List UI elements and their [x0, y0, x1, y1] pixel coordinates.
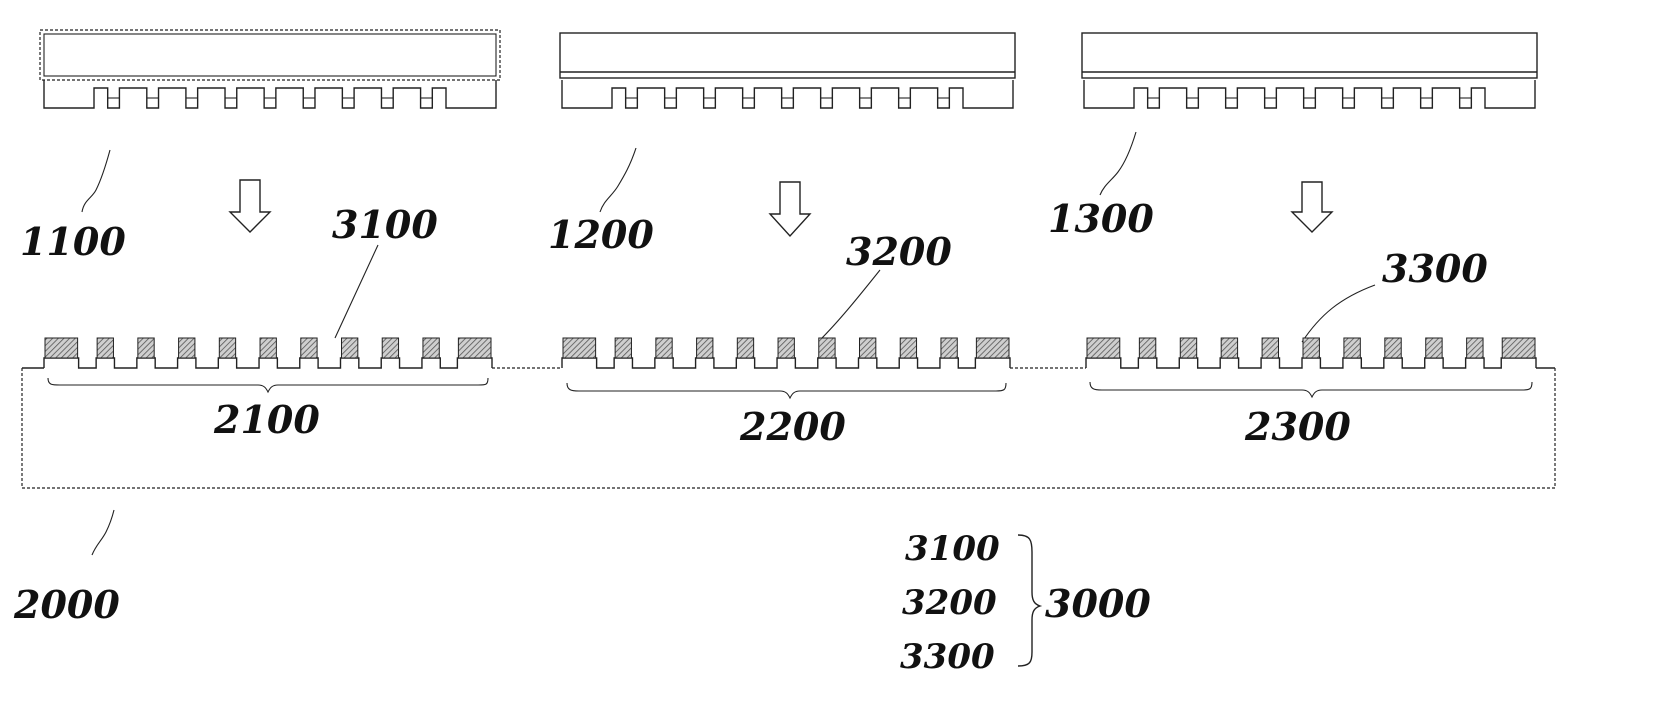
substrate-surface — [44, 358, 492, 368]
label-pattern-3300: 3300 — [1382, 246, 1488, 291]
hatched-pattern-block — [563, 338, 596, 358]
hatched-pattern-block — [941, 338, 957, 358]
hatched-pattern-block — [382, 338, 398, 358]
brace-2200 — [567, 383, 1006, 398]
hatched-pattern-block — [301, 338, 317, 358]
stamp-teeth — [1084, 80, 1535, 108]
hollow-down-arrow-icon — [230, 180, 270, 232]
label-region-2200: 2200 — [739, 404, 846, 449]
legend-group-3000: 3000 — [1045, 581, 1151, 626]
hatched-pattern-block — [1502, 338, 1535, 358]
label-substrate-2000: 2000 — [13, 582, 120, 627]
hatched-pattern-block — [900, 338, 916, 358]
stamp-1100 — [40, 30, 500, 108]
hatched-pattern-block — [1087, 338, 1120, 358]
hatched-pattern-block — [778, 338, 794, 358]
stamp-1300 — [1082, 33, 1537, 108]
label-stamp-1200: 1200 — [548, 212, 654, 257]
legend-item-3300: 3300 — [900, 637, 995, 677]
hatched-pattern-block — [859, 338, 875, 358]
hatched-pattern-block — [656, 338, 672, 358]
hatched-pattern-block — [976, 338, 1009, 358]
hatched-pattern-block — [1180, 338, 1196, 358]
hatched-pattern-block — [45, 338, 78, 358]
hatched-pattern-block — [737, 338, 753, 358]
stamp-teeth — [44, 80, 496, 108]
hollow-down-arrow-icon — [1292, 182, 1332, 232]
stamp-1200 — [560, 33, 1015, 108]
label-stamp-1300: 1300 — [1048, 196, 1154, 241]
brace-2300 — [1090, 382, 1532, 397]
label-pattern-3100: 3100 — [332, 202, 438, 247]
hatched-pattern-block — [697, 338, 713, 358]
pattern-3100 — [45, 338, 491, 358]
substrate-surface — [1086, 358, 1536, 368]
hatched-pattern-block — [179, 338, 195, 358]
pattern-3200 — [563, 338, 1009, 358]
hatched-pattern-block — [1262, 338, 1278, 358]
hatched-pattern-block — [1385, 338, 1401, 358]
hollow-down-arrow-icon — [770, 182, 810, 236]
hatched-pattern-block — [1344, 338, 1360, 358]
legend-item-3200: 3200 — [902, 583, 997, 623]
hatched-pattern-block — [458, 338, 491, 358]
legend-item-3100: 3100 — [905, 529, 1000, 569]
label-pattern-3200: 3200 — [846, 229, 952, 274]
hatched-pattern-block — [1139, 338, 1155, 358]
hatched-pattern-block — [138, 338, 154, 358]
substrate-surface — [562, 358, 1010, 368]
hatched-pattern-block — [423, 338, 439, 358]
hatched-pattern-block — [1221, 338, 1237, 358]
hatched-pattern-block — [615, 338, 631, 358]
hatched-pattern-block — [1426, 338, 1442, 358]
hatched-pattern-block — [1303, 338, 1319, 358]
stamp-teeth — [562, 80, 1013, 108]
label-region-2300: 2300 — [1244, 404, 1351, 449]
hatched-pattern-block — [97, 338, 113, 358]
hatched-pattern-block — [219, 338, 235, 358]
hatched-pattern-block — [1467, 338, 1483, 358]
label-stamp-1100: 1100 — [20, 219, 126, 264]
hatched-pattern-block — [819, 338, 835, 358]
brace-2100 — [48, 378, 488, 392]
label-region-2100: 2100 — [213, 397, 320, 442]
hatched-pattern-block — [260, 338, 276, 358]
hatched-pattern-block — [341, 338, 357, 358]
pattern-3300 — [1087, 338, 1535, 358]
right-curly-brace-icon — [1018, 535, 1040, 666]
